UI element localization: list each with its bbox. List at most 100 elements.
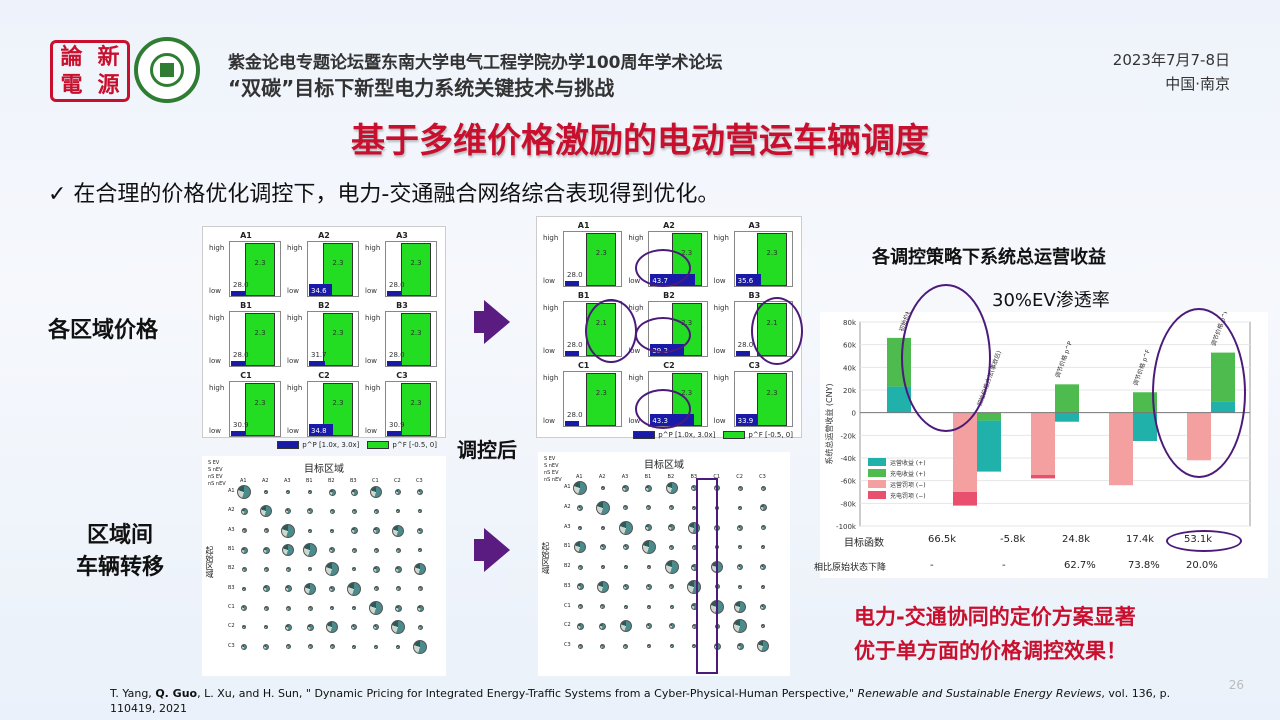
axis-low: low — [713, 277, 726, 285]
transfer-bubble — [623, 604, 628, 609]
transfer-bubble — [241, 528, 247, 534]
transfer-bubble — [576, 583, 584, 591]
y-tick-label: -80k — [841, 500, 857, 508]
transfer-bubble — [760, 603, 767, 610]
objective-value: 53.1k — [1184, 534, 1213, 545]
transfer-bubble — [373, 547, 379, 553]
transfer-bubble — [352, 644, 356, 649]
transfer-bubble — [306, 623, 314, 631]
transfer-bubble — [757, 640, 770, 653]
transfer-bubble — [417, 624, 423, 630]
transfer-bubble — [260, 505, 272, 518]
legend-green: p^F [-0.5, 0] — [723, 431, 793, 439]
row-label: A3 — [228, 526, 235, 533]
y-tick-label: 60k — [843, 342, 857, 350]
blue-value: 28.0 — [567, 341, 583, 349]
transfer-bubble — [761, 624, 766, 629]
transfer-bubble — [646, 644, 651, 649]
transfer-bubble — [352, 606, 356, 610]
axis-high: high — [365, 244, 381, 252]
axis-low: low — [209, 427, 221, 435]
col-label: B1 — [306, 478, 313, 484]
header-forum-name: 紫金论电专题论坛暨东南大学电气工程学院办学100周年学术论坛 — [228, 53, 723, 73]
transfer-bubble — [734, 600, 747, 613]
reduction-value: 73.8% — [1128, 560, 1160, 571]
axis-low: low — [543, 277, 555, 285]
transfer-bubble — [619, 620, 632, 633]
blue-value: 33.9 — [737, 417, 754, 425]
header-date: 2023年7月7-8日 — [1112, 51, 1230, 69]
transfer-bubble — [641, 540, 656, 555]
transfer-bubble — [351, 624, 357, 631]
transfer-bubble — [328, 488, 336, 496]
bar-operating-penalty — [1109, 412, 1133, 486]
legend-label: 运营罚项 (−) — [890, 481, 926, 489]
transfer-bubble — [578, 525, 582, 530]
blue-bar — [565, 351, 579, 356]
transfer-bubble — [577, 643, 583, 649]
transfer-bubble — [285, 508, 291, 515]
blue-value: 31.7 — [311, 351, 327, 359]
col-label: B2 — [328, 478, 335, 484]
transfer-bubble — [351, 547, 357, 553]
col-label: C1 — [713, 474, 721, 480]
transfer-bubble — [308, 490, 312, 494]
legend-swatch — [868, 491, 886, 499]
blue-value: 28.0 — [233, 351, 249, 359]
y-tick-label: 40k — [843, 364, 857, 372]
axis-high: high — [628, 374, 644, 382]
blue-value: 28.0 — [389, 351, 405, 359]
arrow-right-icon — [474, 300, 510, 344]
legend-blue: p^P [1.0x, 3.0x] — [277, 441, 359, 449]
row-label: C1 — [564, 602, 571, 609]
transfer-bubble — [600, 643, 606, 649]
transfer-bubble — [242, 625, 246, 630]
col-label: B3 — [690, 474, 698, 480]
col-label: A1 — [240, 478, 247, 484]
transfer-title: 目标区域 — [304, 464, 344, 475]
transfer-bubble — [595, 500, 610, 515]
cell-title: C1 — [577, 361, 590, 370]
axis-high: high — [209, 314, 225, 322]
cell-title: B1 — [240, 301, 252, 310]
transfer-bubble — [237, 485, 251, 499]
axis-high: high — [713, 374, 729, 382]
transfer-bubble — [394, 604, 402, 612]
col-label: C2 — [394, 478, 401, 484]
transfer-bubble — [373, 586, 379, 592]
transfer-bubble — [736, 642, 744, 650]
transfer-bubble — [414, 563, 426, 576]
transfer-bubble — [370, 486, 382, 498]
blue-value: 30.9 — [389, 421, 405, 429]
y-tick-label: -60k — [841, 478, 857, 486]
axis-low: low — [543, 347, 555, 355]
transfer-bubble — [622, 484, 630, 492]
axis-low: low — [365, 287, 377, 295]
row-label: C1 — [228, 604, 235, 610]
bar-charging-penalty — [1031, 475, 1055, 479]
transfer-bubble — [646, 604, 651, 609]
blue-bar — [735, 414, 758, 426]
col-label: B2 — [667, 474, 675, 480]
blue-bar — [387, 291, 401, 296]
cell-title: A3 — [748, 221, 761, 230]
cell-title: B1 — [577, 291, 590, 300]
transfer-bubble — [760, 525, 766, 531]
blue-bar — [309, 424, 333, 436]
transfer-bubble — [577, 564, 583, 570]
transfer-bubble — [263, 566, 269, 572]
legend-swatch — [868, 458, 886, 466]
axis-low: low — [287, 427, 299, 435]
cell-title: B2 — [663, 291, 675, 300]
green-bar: 2.3 — [245, 383, 275, 436]
cell-title: A1 — [577, 221, 590, 230]
axis-high: high — [209, 244, 225, 252]
blue-bar — [309, 284, 333, 296]
label-vehicle-transfer: 区域间 车辆转移 — [76, 520, 164, 584]
